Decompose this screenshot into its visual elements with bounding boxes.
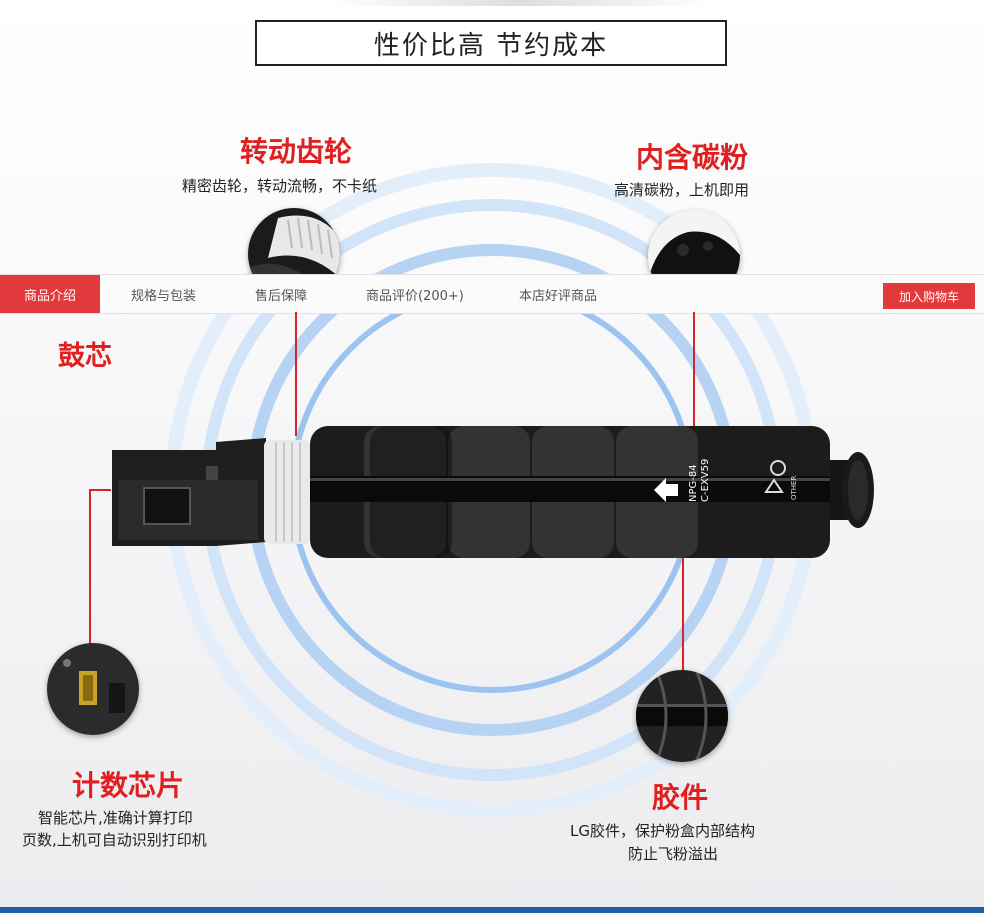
- toner-cartridge-image: NPG-84 C-EXV59 OTHER: [112, 426, 874, 558]
- tab-label: 本店好评商品: [519, 288, 598, 304]
- chip-desc-line1: 智能芯片,准确计算打印: [38, 809, 193, 827]
- chip-desc-line2: 页数,上机可自动识别打印机: [22, 831, 207, 849]
- tab-label: 商品介绍: [23, 288, 76, 304]
- toner-title: 内含碳粉: [636, 141, 749, 174]
- gear-desc: 精密齿轮，转动流畅，不卡纸: [182, 177, 378, 195]
- tab-after-sales[interactable]: 售后保障: [255, 275, 307, 313]
- seal-desc-line1: LG胶件，保护粉盒内部结构: [570, 822, 755, 840]
- tab-label: 商品评价(200+): [366, 288, 464, 304]
- chip-title: 计数芯片: [72, 769, 185, 802]
- tab-specs-packaging[interactable]: 规格与包装: [131, 275, 196, 313]
- bottom-band: [0, 907, 984, 913]
- cartridge-model-line2: C-EXV59: [700, 459, 711, 502]
- add-to-cart-button[interactable]: 加入购物车: [883, 283, 975, 309]
- seal-title: 胶件: [652, 781, 709, 814]
- toner-leader-line: [693, 312, 695, 430]
- chip-leader-line-h: [89, 489, 111, 491]
- cartridge-model-line1: NPG-84: [688, 464, 699, 502]
- seal-desc-line2: 防止飞粉溢出: [628, 845, 719, 863]
- chip-leader-line-v: [89, 489, 91, 645]
- top-fade: [330, 0, 710, 6]
- tab-bar: 商品介绍 规格与包装 售后保障 商品评价(200+) 本店好评商品 加入购物车: [0, 274, 984, 314]
- recycle-label: OTHER: [790, 476, 798, 500]
- gear-leader-line: [295, 312, 297, 436]
- tab-label: 规格与包装: [131, 288, 197, 304]
- tab-store-favorites[interactable]: 本店好评商品: [519, 275, 597, 313]
- tab-product-intro[interactable]: 商品介绍: [0, 275, 100, 313]
- tab-reviews[interactable]: 商品评价(200+): [366, 275, 464, 313]
- headline-text: 性价比高 节约成本: [373, 30, 609, 61]
- tab-label: 售后保障: [255, 288, 308, 304]
- toner-desc: 高清碳粉，上机即用: [614, 181, 750, 199]
- seal-closeup-image: [636, 670, 728, 762]
- headline-banner: 性价比高 节约成本: [255, 20, 727, 66]
- chip-closeup-image: [47, 643, 139, 735]
- gear-title: 转动齿轮: [240, 135, 353, 168]
- seal-leader-line: [682, 535, 684, 675]
- drum-title: 鼓芯: [58, 341, 112, 372]
